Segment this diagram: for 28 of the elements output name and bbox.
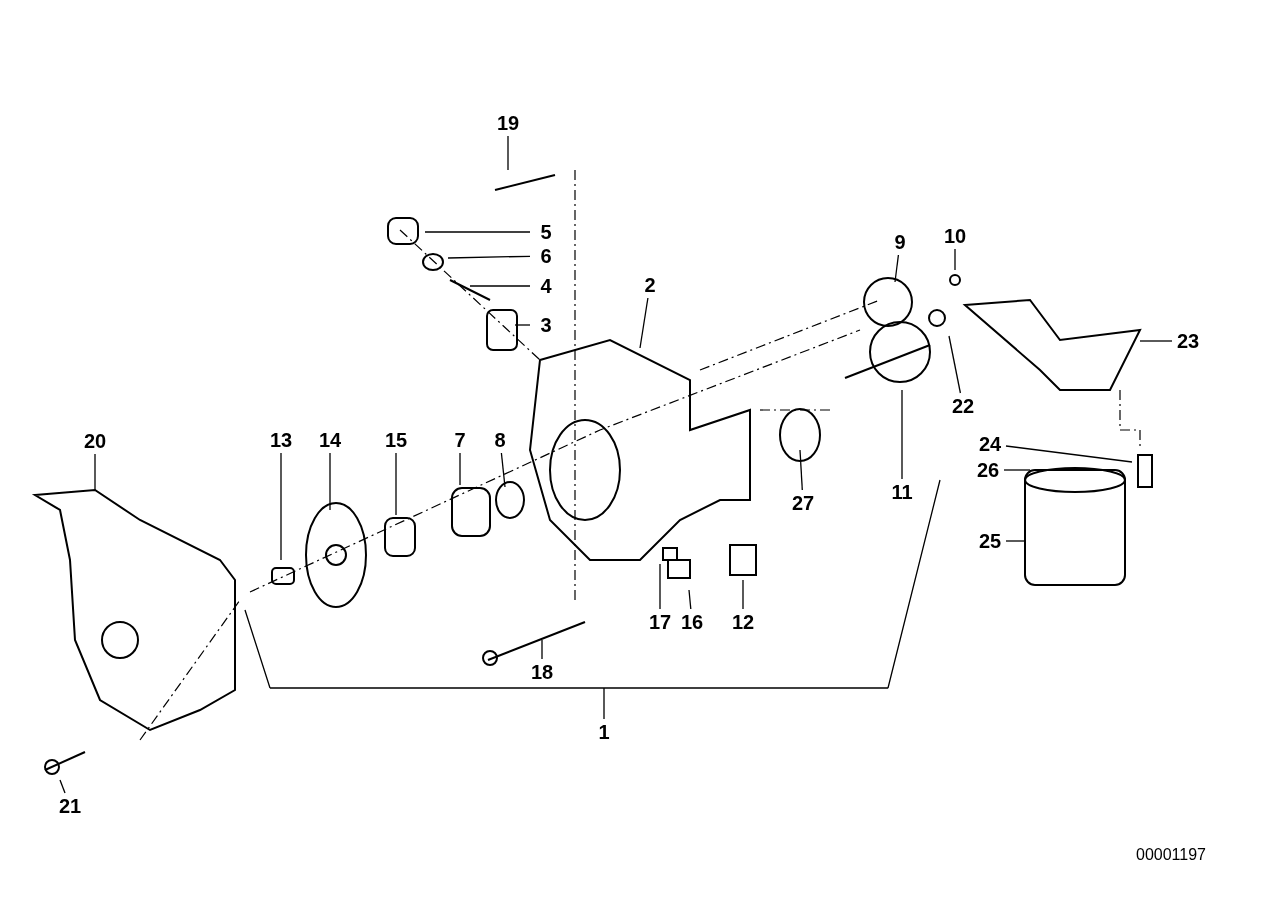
leader-line (1005, 540, 1026, 542)
leader-line (954, 248, 956, 271)
leader-line (901, 389, 903, 480)
leader-line (507, 135, 509, 171)
leader-line (948, 335, 962, 394)
leader-line (500, 452, 506, 488)
drawing-number: 00001197 (1136, 846, 1206, 864)
leader-line (395, 452, 397, 516)
leader-line (94, 453, 96, 491)
leader-line (541, 639, 543, 660)
leader-line (329, 452, 331, 511)
leader-line (1139, 340, 1173, 342)
leader-line (244, 479, 941, 720)
leader-line (639, 297, 649, 349)
leader-line (742, 579, 744, 610)
leader-line (469, 285, 531, 287)
leader-line (1003, 469, 1031, 471)
leader-line (659, 563, 661, 610)
leader-line (894, 254, 900, 283)
leader-line (424, 231, 531, 233)
leader-line (688, 589, 692, 610)
leader-line (1005, 445, 1133, 463)
leader-line (799, 449, 803, 491)
leader-line (514, 324, 531, 326)
leader-line (280, 452, 282, 561)
leader-line (59, 779, 66, 794)
leader-line (459, 452, 461, 486)
leader-line (447, 255, 531, 259)
